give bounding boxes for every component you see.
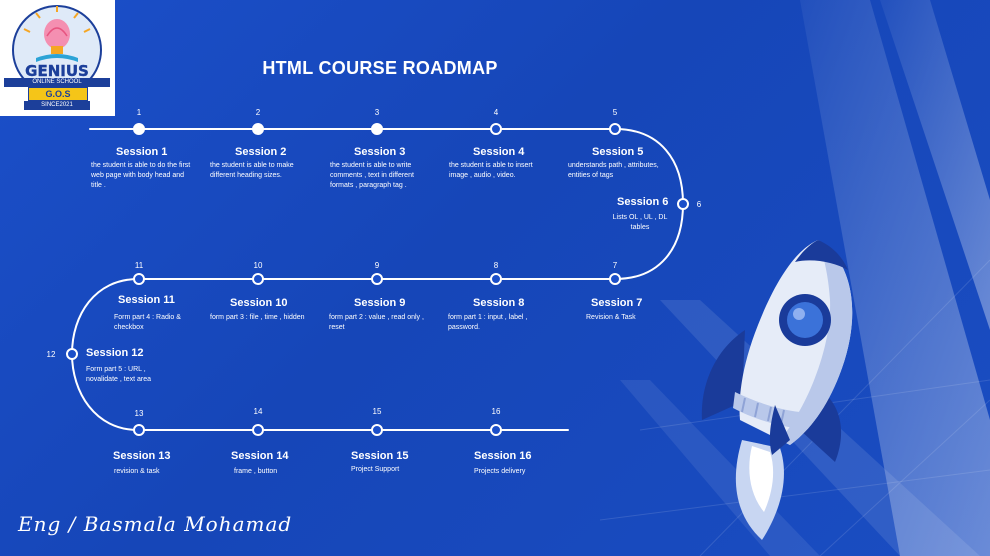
session-title: Session 10	[230, 297, 288, 309]
session-description: Form part 4 : Radio & checkbox	[114, 314, 181, 331]
session-number: 6	[696, 200, 702, 209]
session-node	[677, 198, 689, 210]
session-node	[252, 424, 264, 436]
session-number: 9	[374, 261, 380, 270]
session-description: Projects delivery	[474, 468, 526, 475]
lightbulb-icon	[12, 5, 102, 95]
session-node	[66, 348, 78, 360]
logo-since: SINCE2021	[24, 101, 90, 110]
session-number: 8	[493, 261, 499, 270]
session-node	[133, 424, 145, 436]
session-number: 11	[134, 261, 144, 270]
session-node	[252, 123, 264, 135]
page-title: HTML COURSE ROADMAP	[262, 58, 498, 78]
logo-ribbon: ONLINE SCHOOL	[4, 78, 110, 87]
session-number: 15	[372, 407, 382, 416]
session-number: 14	[253, 407, 263, 416]
logo-name: GENIUS	[25, 62, 89, 80]
session-number: 13	[134, 409, 144, 418]
session-title: Session 14	[231, 450, 289, 462]
session-node	[490, 123, 502, 135]
session-number: 2	[255, 108, 261, 117]
session-node	[371, 123, 383, 135]
session-number: 4	[493, 108, 499, 117]
session-node	[609, 123, 621, 135]
light-streak	[880, 0, 990, 330]
session-title: Session 2	[235, 146, 287, 158]
session-title: Session 1	[116, 146, 168, 158]
session-description: the student is able to make different he…	[210, 162, 294, 179]
session-title: Session 16	[474, 450, 532, 462]
session-description: form part 2 : value , read only , reset	[329, 314, 424, 331]
session-title: Session 7	[591, 297, 643, 309]
session-title: Session 9	[354, 297, 406, 309]
session-description: the student is able to do the first web …	[91, 162, 191, 189]
session-description: the student is able to insert image , au…	[449, 162, 533, 179]
session-node	[490, 424, 502, 436]
session-node	[133, 123, 145, 135]
session-description: revision & task	[114, 468, 160, 475]
session-number: 10	[253, 261, 263, 270]
session-node	[133, 273, 145, 285]
session-description: Form part 5 : URL , novalidate , text ar…	[86, 366, 151, 383]
session-description: form part 3 : file , time , hidden	[210, 314, 305, 321]
session-number: 3	[374, 108, 380, 117]
session-description: the student is able to write comments , …	[330, 162, 414, 189]
session-number: 5	[612, 108, 618, 117]
session-title: Session 13	[113, 450, 171, 462]
session-number: 12	[46, 350, 56, 359]
session-title: Session 5	[592, 146, 644, 158]
session-description: Project Support	[351, 466, 400, 473]
rocket-icon	[701, 240, 853, 540]
session-description: Revision & Task	[586, 314, 636, 321]
session-number: 16	[491, 407, 501, 416]
session-node	[490, 273, 502, 285]
session-node	[371, 424, 383, 436]
light-streak	[800, 0, 990, 556]
session-title: Session 4	[473, 146, 525, 158]
session-node	[252, 273, 264, 285]
session-number: 7	[612, 261, 618, 270]
session-node	[609, 273, 621, 285]
school-logo: GENIUS ONLINE SCHOOL G.O.S SINCE2021	[0, 0, 115, 116]
session-description: form part 1 : input , label , password.	[448, 314, 528, 331]
session-title: Session 3	[354, 146, 406, 158]
session-title: Session 15	[351, 450, 409, 462]
session-description: Lists OL , UL , DL tables	[612, 214, 668, 231]
session-node	[371, 273, 383, 285]
session-title: Session 8	[473, 297, 525, 309]
session-number: 1	[136, 108, 142, 117]
session-description: frame , button	[234, 468, 278, 475]
author-signature: Eng / Basmala Mohamad	[18, 512, 293, 536]
session-title: Session 12	[86, 347, 144, 359]
session-title: Session 11	[118, 294, 175, 306]
session-description: understands path , attributes, entities …	[568, 162, 659, 179]
logo-acronym: G.O.S	[28, 87, 88, 101]
session-title: Session 6	[617, 196, 669, 208]
